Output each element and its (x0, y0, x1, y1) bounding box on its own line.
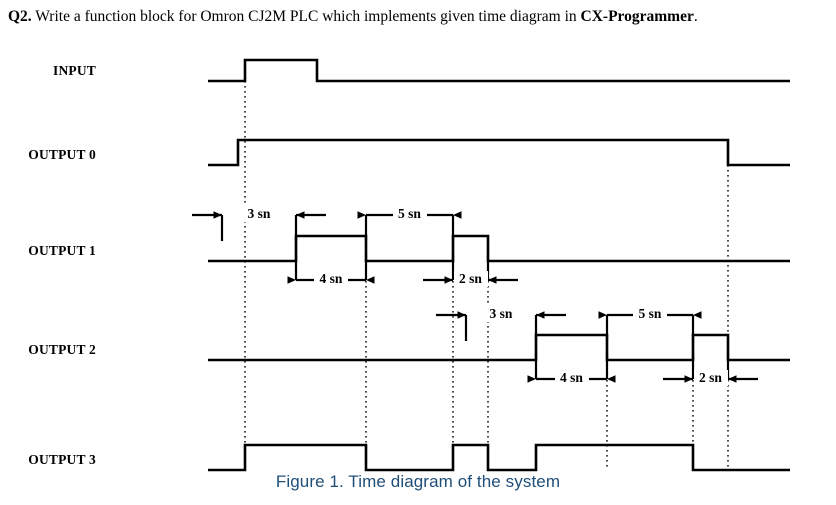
waveform-canvas (192, 58, 790, 472)
waveform-input (208, 58, 790, 83)
waveform-output-3 (208, 443, 790, 472)
duration-label: 4 sn (314, 271, 348, 287)
signal-waveforms (208, 58, 790, 472)
time-diagram-figure: INPUT OUTPUT 0 OUTPUT 1 OUTPUT 2 OUTPUT 3 3 … (0, 46, 836, 505)
question-tail: . (693, 8, 698, 25)
waveform-output-1 (208, 234, 790, 263)
question-text: Q2. Write a function block for Omron CJ2… (8, 6, 826, 27)
figure-caption: Figure 1. Time diagram of the system (275, 472, 561, 491)
duration-label: 5 sn (633, 306, 667, 322)
duration-label: 3 sn (484, 306, 518, 322)
duration-label: 5 sn (392, 206, 427, 222)
waveform-output-2 (208, 333, 790, 362)
duration-label: 2 sn (453, 271, 488, 287)
question-number: Q2. (8, 8, 32, 25)
question-emphasis: CX-Programmer (580, 8, 694, 25)
signal-label-output-1: OUTPUT 1 (28, 243, 96, 258)
signal-label-output-0: OUTPUT 0 (28, 147, 96, 162)
signal-label-output-3: OUTPUT 3 (28, 452, 96, 467)
question-body: Write a function block for Omron CJ2M PL… (31, 8, 581, 25)
duration-label: 4 sn (554, 370, 589, 386)
annotation-arrows (192, 211, 758, 383)
waveform-output-0 (208, 138, 790, 167)
duration-label: 3 sn (242, 206, 276, 222)
signal-label-output-2: OUTPUT 2 (28, 342, 96, 357)
guide-lines (244, 81, 729, 470)
signal-label-input: INPUT (52, 63, 96, 78)
duration-label: 2 sn (693, 370, 728, 386)
